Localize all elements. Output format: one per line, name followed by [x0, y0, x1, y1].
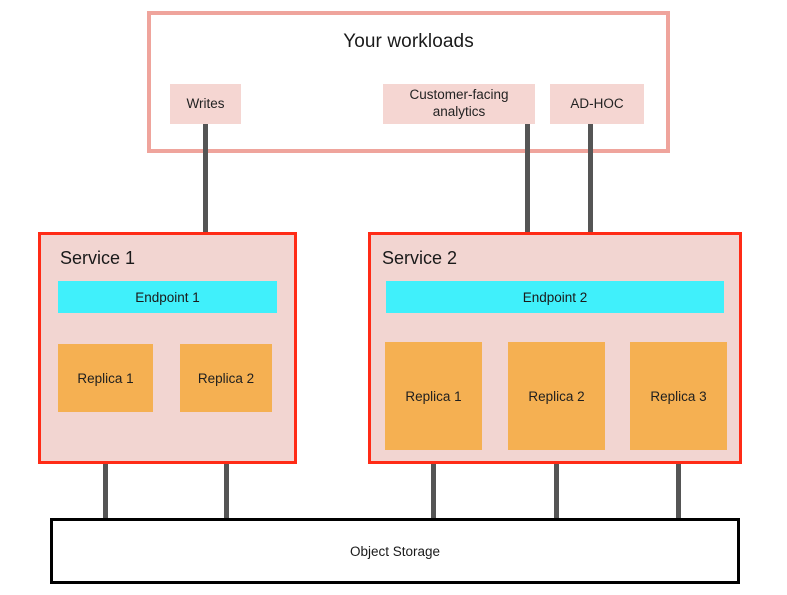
workload-chip-adhoc[interactable]: AD-HOC	[550, 84, 644, 124]
endpoint-1[interactable]: Endpoint 1	[58, 281, 277, 313]
connector-s2-replica1-to-storage	[431, 450, 436, 520]
workload-chip-writes-label: Writes	[186, 95, 225, 111]
object-storage-container[interactable]: Object Storage	[50, 518, 740, 584]
connector-s1-replica2-to-storage	[224, 412, 229, 520]
service-1-label: Service 1	[60, 248, 136, 268]
service-1-replica-2-label: Replica 2	[197, 370, 255, 386]
connector-adhoc-to-endpoint2	[588, 124, 593, 258]
connector-s1-replica1-to-storage	[103, 412, 108, 520]
endpoint-2[interactable]: Endpoint 2	[386, 281, 724, 313]
workload-chip-analytics-label: Customer-facing analytics	[409, 87, 509, 119]
connector-s2-replica2-to-storage	[554, 450, 559, 520]
connector-s2-replica3-to-storage	[676, 450, 681, 520]
service-2-replica-2[interactable]: Replica 2	[508, 342, 605, 450]
service-2-replica-2-label: Replica 2	[528, 388, 585, 404]
endpoint-1-label: Endpoint 1	[135, 289, 200, 305]
workload-chip-analytics[interactable]: Customer-facing analytics	[383, 84, 535, 124]
endpoint-2-label: Endpoint 2	[522, 289, 588, 305]
service-2-label: Service 2	[382, 248, 458, 268]
service-1-replica-1-label: Replica 1	[77, 370, 134, 386]
service-2-replica-3[interactable]: Replica 3	[630, 342, 727, 450]
workloads-title: Your workloads	[343, 31, 474, 52]
workload-chip-writes[interactable]: Writes	[170, 84, 241, 124]
service-2-replica-3-label: Replica 3	[650, 388, 707, 404]
service-1-replica-2[interactable]: Replica 2	[180, 344, 272, 412]
service-1-replica-1[interactable]: Replica 1	[58, 344, 153, 412]
connector-writes-to-endpoint1	[203, 124, 208, 258]
workloads-container	[147, 11, 670, 153]
service-2-replica-1-label: Replica 1	[405, 388, 462, 404]
service-2-replica-1[interactable]: Replica 1	[385, 342, 482, 450]
workload-chip-adhoc-label: AD-HOC	[570, 95, 624, 111]
connector-analytics-to-endpoint2	[525, 124, 530, 258]
object-storage-label: Object Storage	[349, 543, 441, 559]
